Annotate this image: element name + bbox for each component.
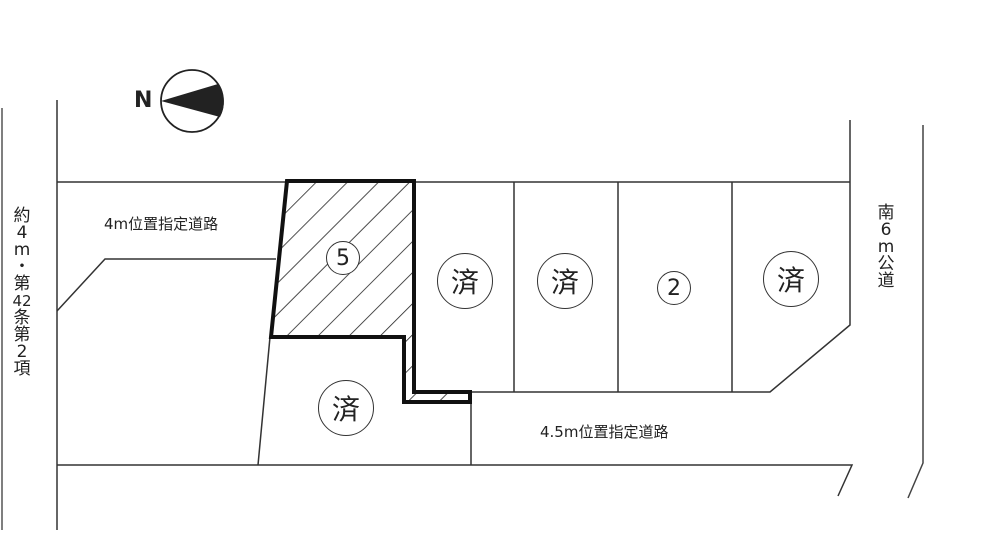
east-road-outer-line: [907, 125, 924, 499]
east-road-char: m: [877, 237, 895, 257]
lot-5-marker[interactable]: 5: [326, 241, 360, 275]
west-road-char: 約: [13, 206, 31, 226]
lot-sold-marker[interactable]: 済: [537, 253, 593, 309]
lot-5-area[interactable]: [268, 179, 472, 404]
lot-2-marker[interactable]: 2: [657, 271, 691, 305]
east-road-char: 公: [877, 254, 895, 274]
west-road-char: 4: [16, 223, 28, 243]
lot-sold-marker[interactable]: 済: [318, 380, 374, 436]
south-road-line: [57, 464, 854, 497]
south-road-label: 4.5m位置指定道路: [540, 423, 669, 441]
east-road-char: 南: [877, 203, 895, 223]
west-road-char: m: [13, 240, 31, 260]
north-label: N: [134, 88, 153, 113]
west-road-char: 第: [13, 325, 31, 345]
east-road-char: 6: [880, 220, 892, 240]
lot-sold-marker[interactable]: 済: [763, 251, 819, 307]
north-road-label: 4m位置指定道路: [104, 215, 219, 233]
west-road-label: 約 4 m ・ 第 42 条 第 2 項: [12, 208, 32, 378]
lot-sold-marker[interactable]: 済: [437, 253, 493, 309]
west-lot-outline: [56, 258, 276, 312]
east-road-label: 南 6 m 公 道: [876, 205, 896, 290]
east-road-char: 道: [877, 271, 895, 291]
west-road-char: 項: [13, 359, 31, 379]
west-road-char: 条: [13, 308, 31, 328]
west-road-char: ・: [13, 257, 31, 277]
north-arrow-icon: [160, 69, 224, 133]
lower-lot-outline: [257, 336, 271, 466]
east-road-inner-line: [470, 120, 851, 393]
west-road-char: 第: [13, 274, 31, 294]
west-road-char: 2: [16, 342, 28, 362]
west-road-char: 42: [12, 292, 32, 310]
